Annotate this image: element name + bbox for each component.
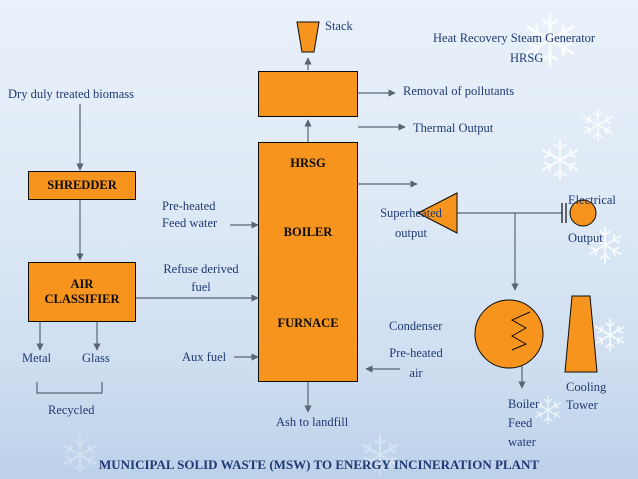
- pollutant-removal-box: [258, 71, 358, 117]
- superheated-label-2: output: [395, 226, 427, 240]
- metal-label: Metal: [22, 351, 52, 365]
- air-classifier-box: AIR CLASSIFIER: [28, 262, 136, 322]
- boiler-feed-label-2: Feed: [508, 416, 533, 430]
- shredder-label: SHREDDER: [47, 178, 117, 192]
- hrsg-label: HRSG: [290, 156, 326, 170]
- rdf-label-2: fuel: [191, 280, 211, 294]
- furnace-label: FURNACE: [277, 316, 339, 330]
- glass-label: Glass: [82, 351, 110, 365]
- rdf-label-1: Refuse derived: [163, 262, 239, 276]
- shredder-box: SHREDDER: [28, 171, 136, 200]
- electrical-label-2: Output: [568, 231, 603, 245]
- superheated-label-1: Superheated: [380, 206, 442, 220]
- stack-label: Stack: [325, 19, 353, 33]
- preheated-air-label-1: Pre-heated: [389, 346, 443, 360]
- turbine-shape: [416, 192, 458, 234]
- diagram-title: MUNICIPAL SOLID WASTE (MSW) TO ENERGY IN…: [98, 457, 540, 472]
- hrsg-title-label: Heat Recovery Steam Generator: [433, 31, 596, 45]
- air-classifier-label-2: CLASSIFIER: [44, 292, 120, 306]
- condenser-shape: [474, 299, 544, 369]
- cooling-tower-label-1: Cooling: [566, 380, 607, 394]
- hrsg-abbr-label: HRSG: [510, 51, 544, 65]
- recycled-bracket: [36, 382, 103, 394]
- electrical-label-1: Electrical: [568, 193, 616, 207]
- biomass-label: Dry duly treated biomass: [8, 87, 135, 101]
- ash-label: Ash to landfill: [276, 415, 349, 429]
- condenser-label: Condenser: [389, 319, 443, 333]
- cooling-tower-shape: [564, 295, 598, 373]
- stack-chimney: [296, 21, 320, 53]
- thermal-output-label: Thermal Output: [413, 121, 494, 135]
- boiler-feed-label-1: Boiler: [508, 397, 540, 411]
- cooling-tower-label-2: Tower: [566, 398, 598, 412]
- boiler-label: BOILER: [283, 225, 333, 239]
- boiler-feed-label-3: water: [508, 435, 536, 449]
- generator-shape: [569, 199, 597, 227]
- air-classifier-label-1: AIR: [70, 277, 94, 291]
- preheated-air-label-2: air: [409, 366, 423, 380]
- hrsg-boiler-furnace-box: [258, 142, 358, 382]
- preheated-feed-label-1: Pre-heated: [162, 199, 216, 213]
- removal-label: Removal of pollutants: [403, 84, 515, 98]
- recycled-label: Recycled: [48, 403, 95, 417]
- aux-fuel-label: Aux fuel: [182, 350, 227, 364]
- preheated-feed-label-2: Feed water: [162, 216, 218, 230]
